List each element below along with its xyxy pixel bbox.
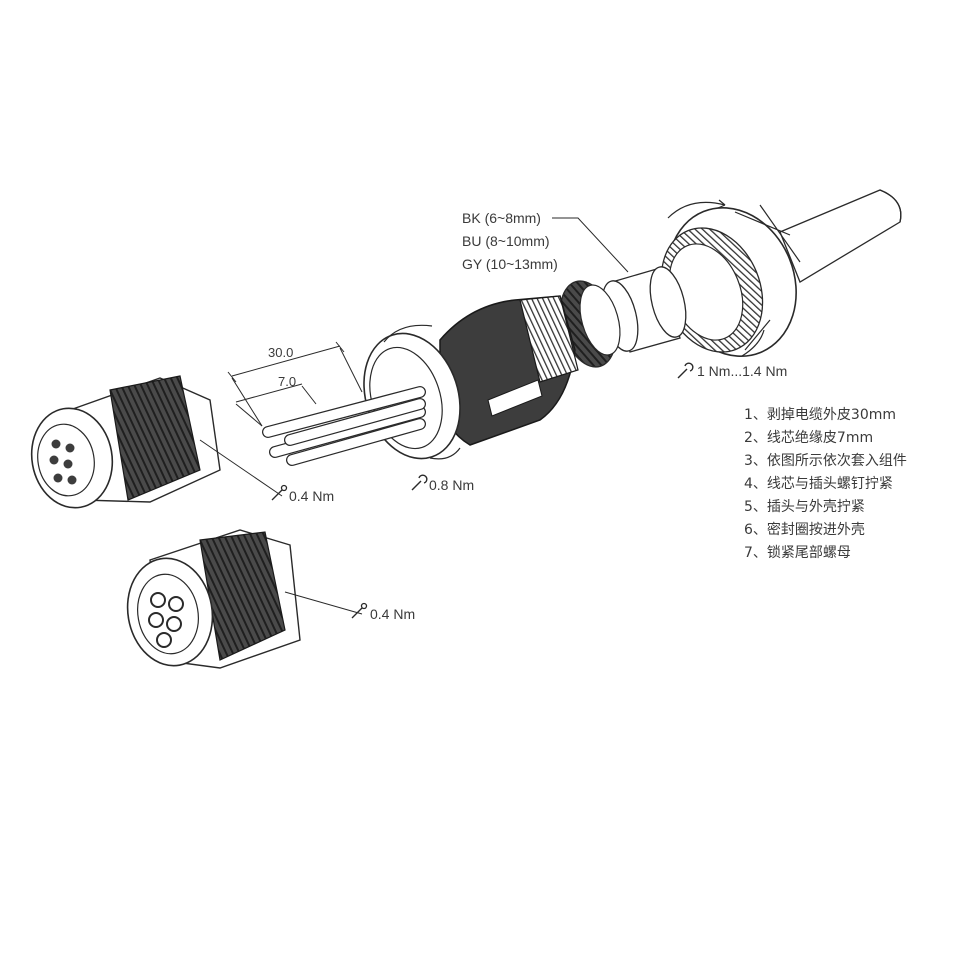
rotation-arrow-bottom <box>741 329 765 357</box>
stripped-wires <box>262 386 426 466</box>
assembly-step: 4、线芯与插头螺钉拧紧 <box>744 476 893 492</box>
strip-length-label: 30.0 <box>268 345 294 360</box>
tail-nut <box>660 199 801 357</box>
cable-size-leader <box>552 217 629 273</box>
assembly-step: 1、剥掉电缆外皮30mm <box>744 407 896 423</box>
insulation-length-label: 7.0 <box>278 374 297 389</box>
cable-size-bu: BU (8~10mm) <box>462 233 550 249</box>
rotation-arrow-housing-top <box>383 324 433 343</box>
connector-housing <box>363 295 579 460</box>
wrench-icon <box>411 362 694 491</box>
cable-jacket <box>779 189 902 283</box>
torque-screwdriver-icon <box>271 484 368 619</box>
male-insert <box>30 375 283 509</box>
assembly-step: 5、插头与外壳拧紧 <box>744 499 865 515</box>
torque-label-tail-nut: 1 Nm...1.4 Nm <box>697 363 788 379</box>
assembly-step: 3、依图所示依次套入组件 <box>744 453 907 469</box>
torque-label-male-insert: 0.4 Nm <box>289 488 335 504</box>
rotation-arrow-housing-bottom <box>429 447 461 460</box>
female-insert <box>126 529 363 669</box>
torque-label-female-insert: 0.4 Nm <box>370 606 416 622</box>
assembly-step: 6、密封圈按进外壳 <box>744 522 865 538</box>
torque-label-housing: 0.8 Nm <box>429 477 475 493</box>
assembly-steps-list: 1、剥掉电缆外皮30mm 2、线芯绝缘皮7mm 3、依图所示依次套入组件 4、线… <box>744 404 907 565</box>
rotation-arrow-top <box>667 201 726 219</box>
cable-size-gy: GY (10~13mm) <box>462 256 558 272</box>
assembly-step: 2、线芯绝缘皮7mm <box>744 430 874 446</box>
assembly-step: 7、锁紧尾部螺母 <box>744 545 851 561</box>
cable-size-bk: BK (6~8mm) <box>462 210 541 226</box>
dimension-lines <box>227 341 363 427</box>
